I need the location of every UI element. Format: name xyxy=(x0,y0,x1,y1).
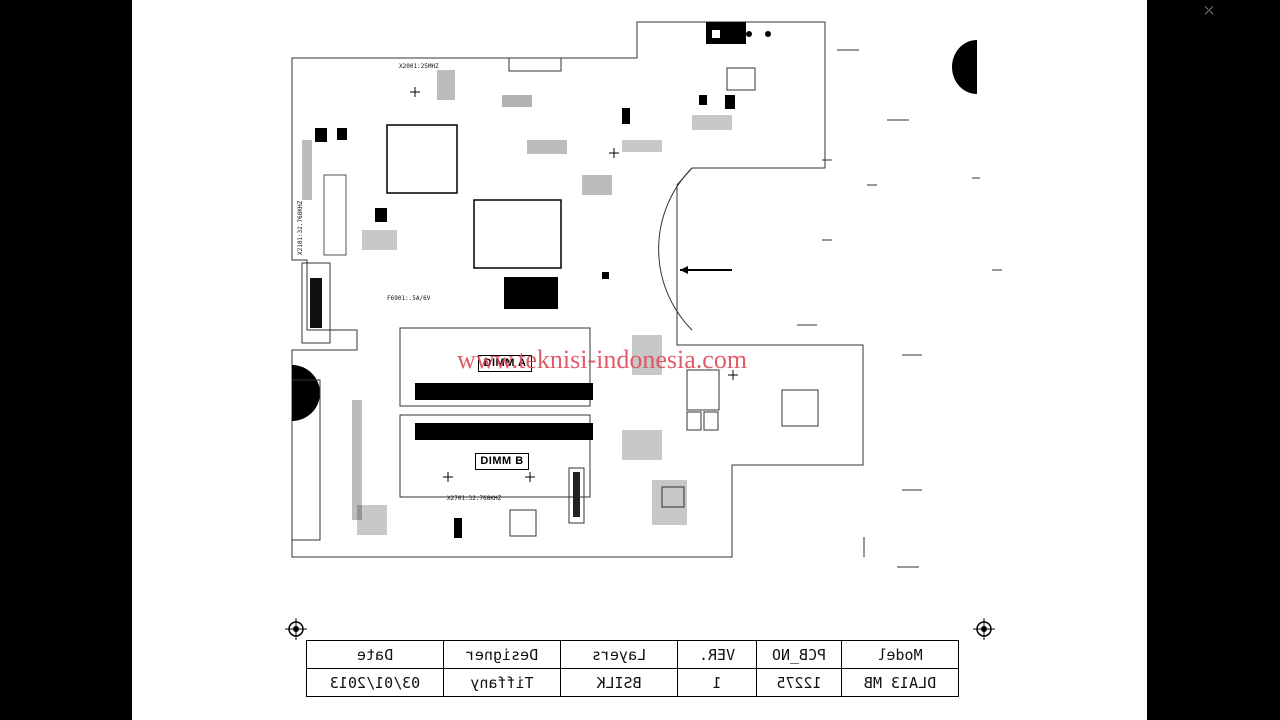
fuse-label: F6901:.5A/6V xyxy=(387,295,431,302)
title-block-header-row: Model PCB_NO VER. Layers Designer Date xyxy=(306,640,959,669)
crystal-top-label: X2001:25MHZ xyxy=(399,63,439,70)
exit-fullscreen-icon[interactable]: ⤫ xyxy=(1204,4,1214,17)
value-pcb-no: 12275 xyxy=(756,668,842,697)
schematic-sheet: X2001:25MHZ F6901:.5A/6V X2701:32.768KHZ… xyxy=(132,0,1147,720)
value-date: 03/01/2013 xyxy=(306,668,444,697)
dimm-a-label: DIMM A xyxy=(478,355,532,372)
header-ver: VER. xyxy=(677,640,757,669)
registration-mark-right-icon xyxy=(973,618,995,640)
watermark-text: www.teknisi-indonesia.com xyxy=(457,345,748,374)
header-designer: Designer xyxy=(443,640,561,669)
header-layers: Layers xyxy=(560,640,678,669)
registration-mark-left-icon xyxy=(285,618,307,640)
title-block-value-row: DLA13 MB 12275 1 BSILK Tiffany 03/01/201… xyxy=(306,668,959,697)
crystal-side-label: X2101:32.768KHZ xyxy=(297,200,304,255)
header-date: Date xyxy=(306,640,444,669)
header-pcb-no: PCB_NO xyxy=(756,640,842,669)
value-model: DLA13 MB xyxy=(841,668,959,697)
dimm-b-label: DIMM B xyxy=(475,453,529,470)
title-block-table: Model PCB_NO VER. Layers Designer Date D… xyxy=(306,640,959,697)
value-layers: BSILK xyxy=(560,668,678,697)
crystal-bottom-label: X2701:32.768KHZ xyxy=(447,495,502,502)
value-ver: 1 xyxy=(677,668,757,697)
value-designer: Tiffany xyxy=(443,668,561,697)
board-outline-drawing: X2001:25MHZ F6901:.5A/6V X2701:32.768KHZ… xyxy=(291,21,1002,568)
header-model: Model xyxy=(841,640,959,669)
